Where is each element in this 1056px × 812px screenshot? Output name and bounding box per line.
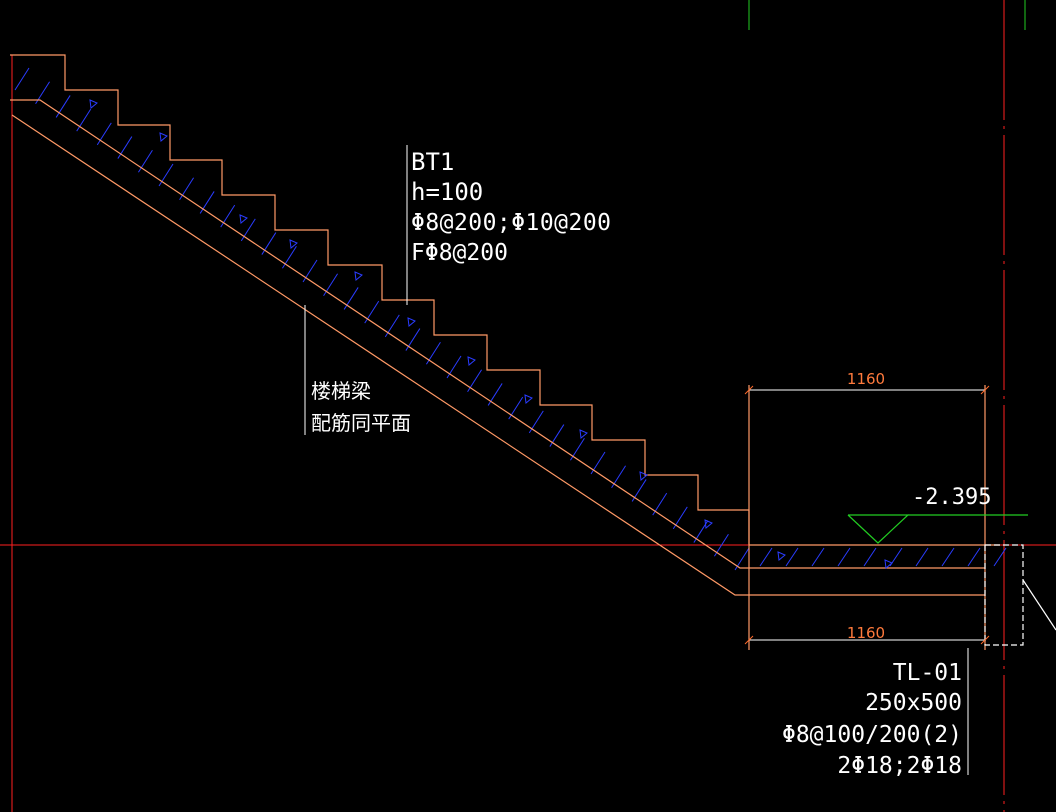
beam-tag-size: 250x500 — [865, 690, 962, 716]
hatch-stroke — [343, 287, 359, 310]
hatch-region — [10, 55, 1000, 568]
hatch-stroke — [55, 95, 71, 118]
hatch-stroke — [785, 547, 799, 567]
slab-bottom-line — [11, 114, 985, 596]
hatch-triangle — [579, 429, 588, 439]
hatch-stroke — [158, 163, 174, 187]
hatch-stroke — [96, 122, 112, 146]
hatch-stroke — [811, 547, 825, 567]
hatch-stroke — [863, 547, 877, 567]
hatch-stroke — [611, 465, 626, 488]
hatch-stroke — [590, 451, 606, 475]
hatch-stroke — [652, 492, 668, 516]
hatch-stroke — [837, 547, 851, 567]
hatch-stroke — [672, 506, 688, 530]
hatch-triangle — [884, 559, 893, 569]
hatch-stroke — [240, 218, 256, 242]
stair-hatch — [10, 55, 1007, 571]
elevation-marker — [847, 514, 1028, 544]
hatch-stroke — [570, 438, 585, 461]
hatch-stroke — [302, 259, 318, 283]
hatch-stroke — [282, 246, 297, 269]
hatch-stroke — [759, 547, 773, 567]
slab-thickness: h=100 — [411, 178, 483, 206]
hatch-stroke — [384, 314, 400, 338]
hatch-triangle — [524, 394, 533, 404]
slab-label: BT1 — [411, 148, 454, 176]
stair-outline — [10, 54, 1056, 650]
hatch-stroke — [117, 136, 133, 159]
hatch-stroke — [199, 191, 215, 214]
beam-section — [984, 544, 1024, 646]
dimension-bottom — [744, 635, 990, 645]
hatch-triangle — [89, 99, 98, 109]
step-profile — [10, 54, 750, 545]
hatch-stroke — [138, 150, 153, 173]
hatch-stroke — [76, 108, 92, 132]
dimension-top-label: 1160 — [847, 370, 885, 388]
elevation-value: -2.395 — [912, 485, 991, 510]
beam-tag-stirrup: Φ8@100/200(2) — [782, 722, 962, 748]
beam-tag-name: TL-01 — [893, 660, 962, 686]
hatch-stroke — [14, 67, 30, 91]
hatch-stroke — [549, 424, 565, 447]
slab-rebar-dist: FΦ8@200 — [411, 240, 508, 266]
beam-note-line2: 配筋同平面 — [311, 411, 411, 435]
hatch-stroke — [631, 479, 647, 502]
slab-top-line — [10, 99, 985, 569]
top-markers — [748, 0, 1026, 30]
hatch-stroke — [179, 177, 194, 200]
hatch-triangle — [704, 519, 713, 529]
hatch-stroke — [405, 328, 421, 351]
hatch-stroke — [364, 300, 380, 324]
hatch-stroke — [261, 232, 277, 255]
hatch-stroke — [487, 383, 503, 406]
hatch-triangle — [777, 551, 786, 561]
hatch-triangle — [289, 239, 298, 249]
hatch-triangle — [159, 132, 168, 142]
hatch-stroke — [467, 369, 482, 392]
slab-rebar-main: Φ8@200;Φ10@200 — [411, 210, 611, 236]
hatch-stroke — [426, 342, 441, 365]
hatch-triangle — [407, 317, 416, 327]
beam-note-line1: 楼梯梁 — [311, 379, 371, 403]
hatch-triangle — [467, 356, 476, 366]
hatch-triangle — [354, 271, 363, 281]
hatch-triangle — [639, 471, 648, 481]
dimension-top — [744, 385, 990, 395]
hatch-stroke — [446, 355, 462, 379]
hatch-triangles — [89, 99, 893, 569]
beam-tag-long-bars: 2Φ18;2Φ18 — [837, 753, 962, 779]
dimension-bottom-label: 1160 — [847, 624, 885, 642]
hatch-stroke — [941, 547, 955, 567]
hatch-stroke — [993, 547, 1007, 567]
hatch-stroke — [323, 273, 338, 296]
hatch-stroke — [220, 204, 236, 228]
hatch-stroke — [915, 547, 929, 567]
hatch-triangle — [239, 214, 248, 224]
hatch-stroke — [528, 410, 544, 434]
hatch-stroke — [508, 396, 524, 420]
hatch-stroke — [967, 547, 981, 567]
